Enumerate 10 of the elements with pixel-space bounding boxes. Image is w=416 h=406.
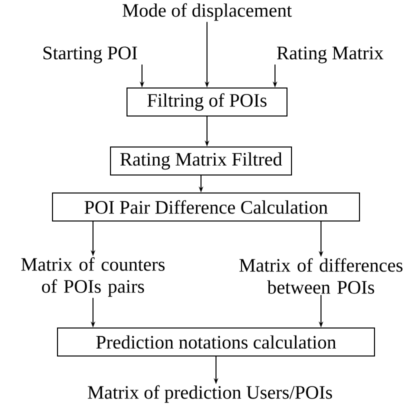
process-box: Filtring of POIs <box>126 88 288 116</box>
input-text: Rating Matrix <box>276 46 384 64</box>
process-box: POI Pair Difference Calculation <box>52 192 360 222</box>
process-box: Prediction notations calculation <box>57 328 375 356</box>
input-text: Mode of displacement <box>122 3 292 21</box>
input-text: Starting POI <box>44 46 138 64</box>
matrix-text: Matrix of differences between POIs <box>239 258 402 294</box>
process-box: Rating Matrix Filtred <box>110 146 292 176</box>
matrix-text: Matrix of counters of POIs pairs <box>21 257 165 297</box>
output-text: Matrix of prediction Users/POIs <box>88 385 332 403</box>
